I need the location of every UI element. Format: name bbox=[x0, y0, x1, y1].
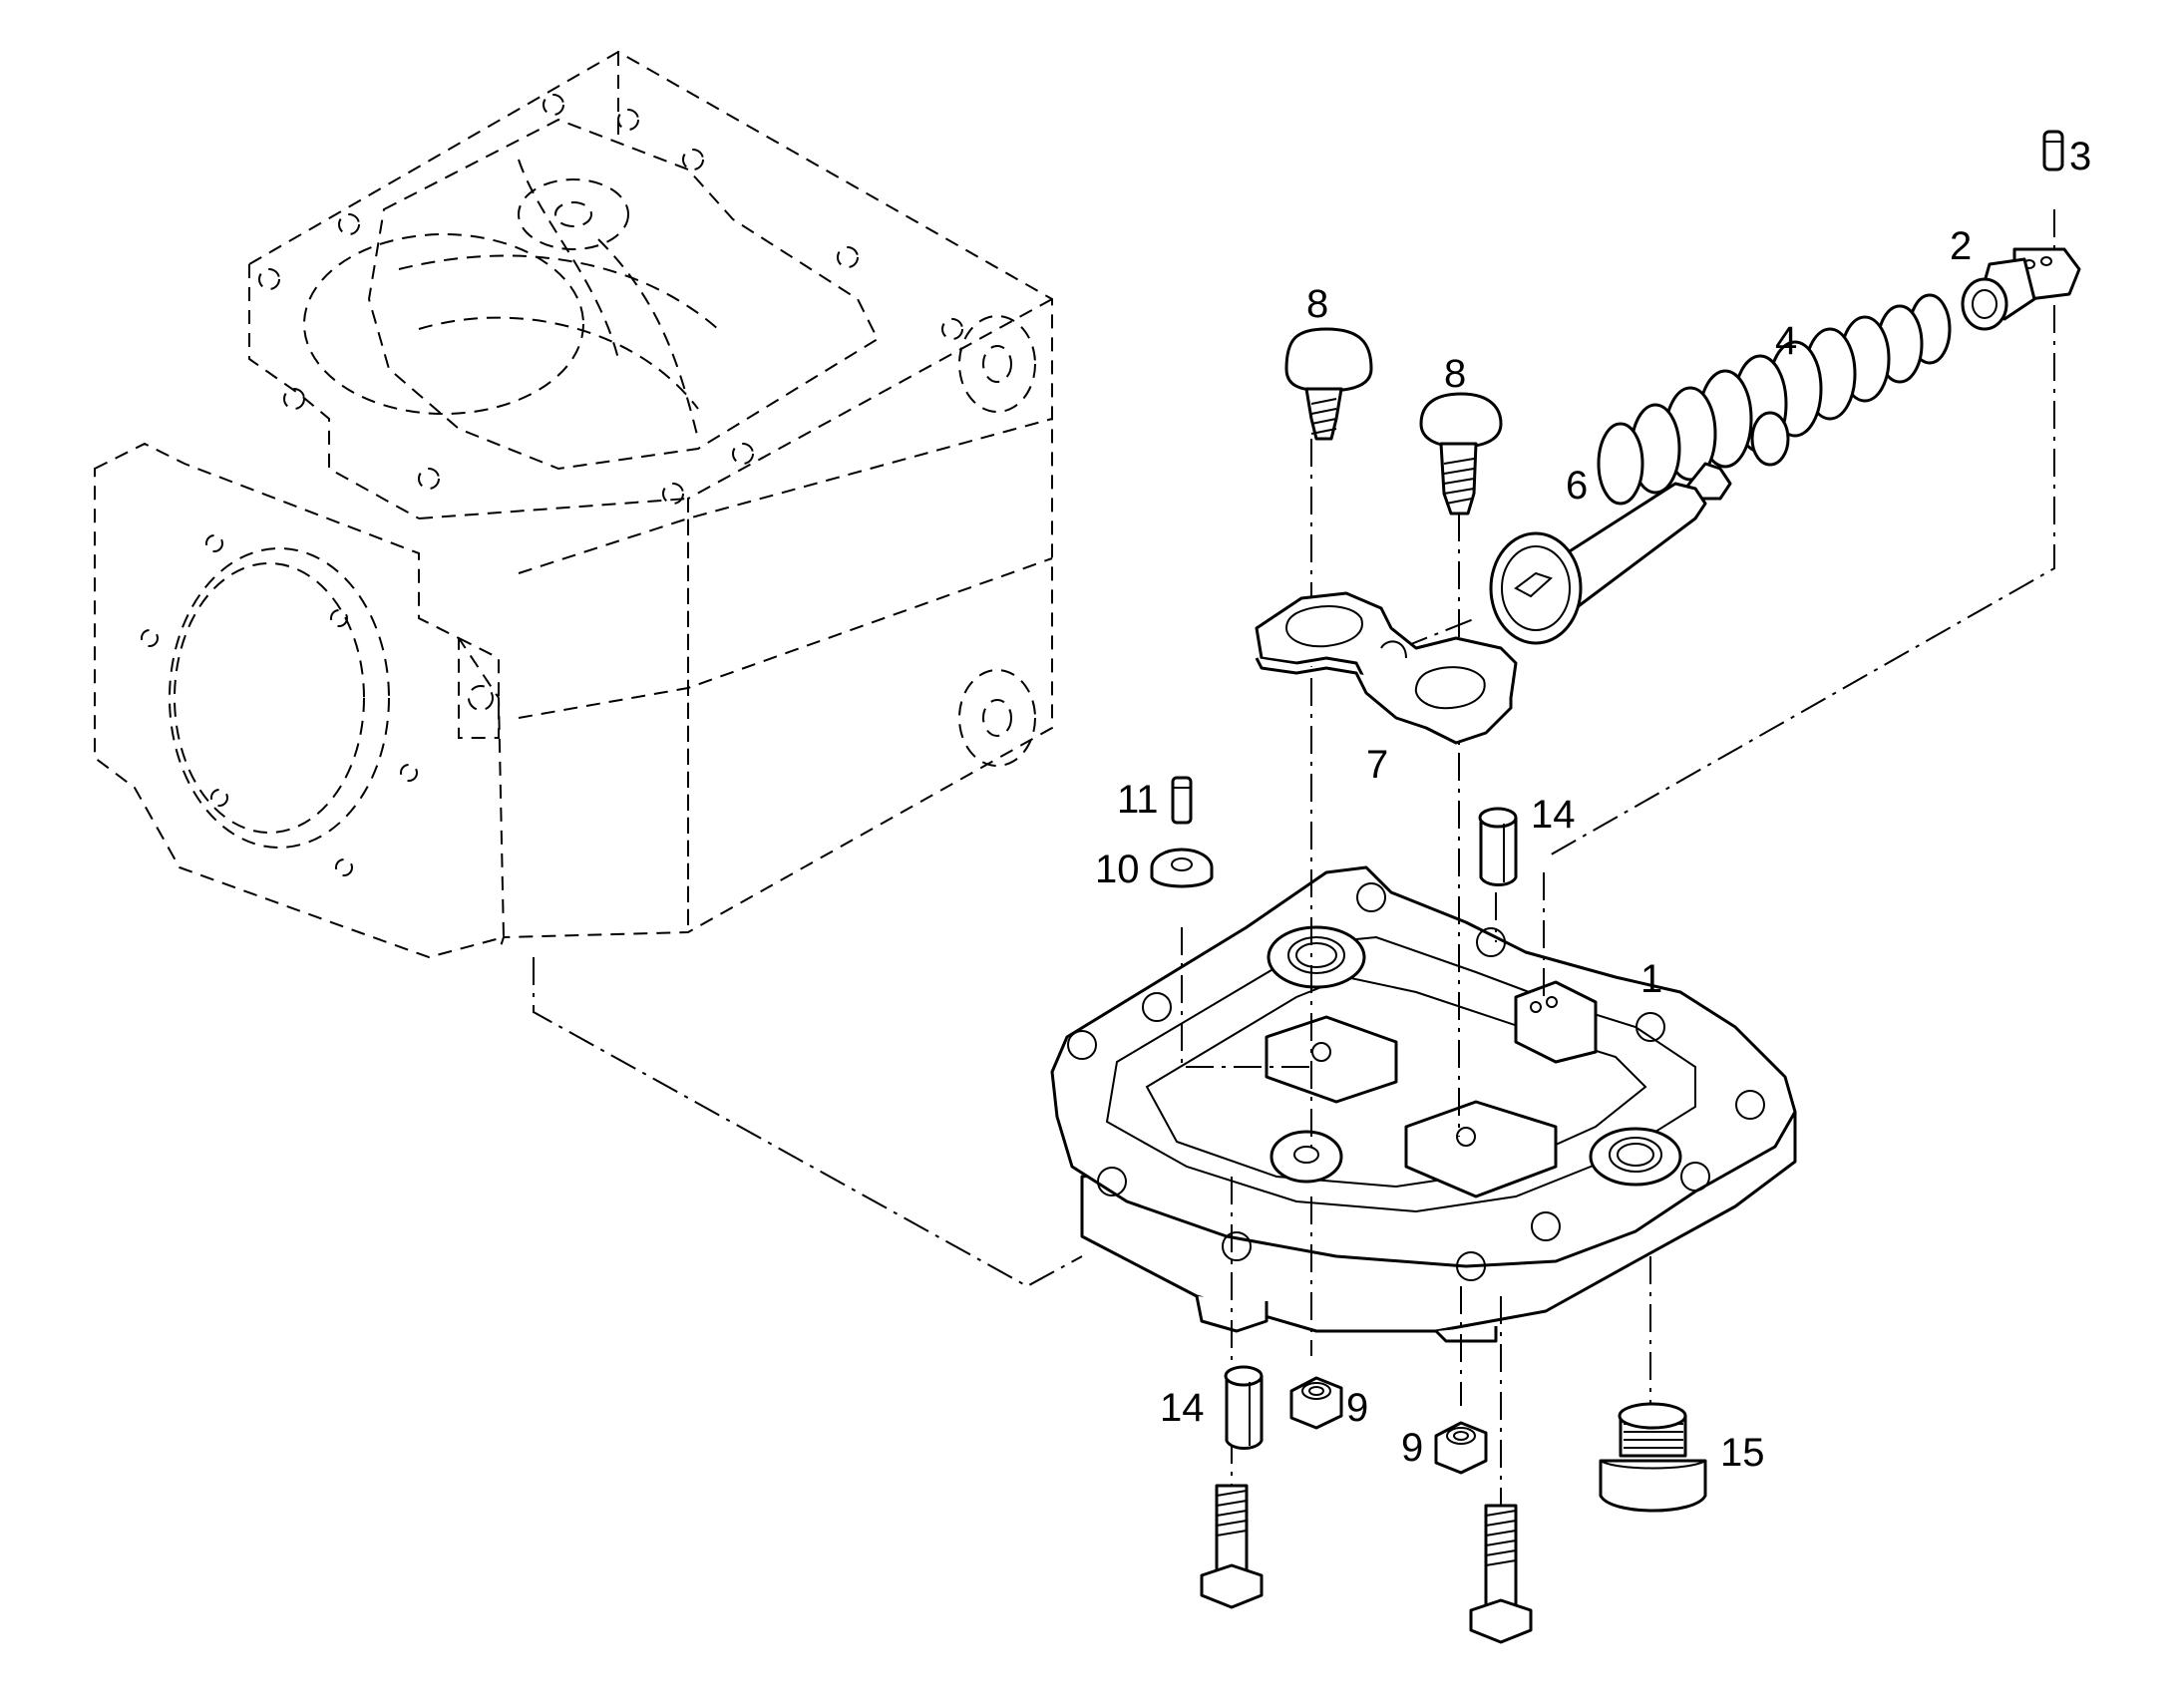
callout-14-lower: 14 bbox=[1160, 1386, 1205, 1430]
part-14-sleeve-lower bbox=[1224, 1365, 1264, 1450]
hex-bolt-right bbox=[1469, 1504, 1533, 1644]
callout-labels: 1 2 3 4 6 7 8 8 9 9 10 11 14 14 15 bbox=[1095, 135, 2091, 1475]
part-1-cover-plate bbox=[1050, 865, 1797, 1343]
hex-bolt-left bbox=[1200, 1484, 1264, 1609]
part-10-washer bbox=[1150, 848, 1214, 888]
callout-8-left: 8 bbox=[1306, 282, 1328, 326]
transmission-housing-phantom bbox=[94, 50, 1083, 1288]
part-8-bolt-upper-right bbox=[1419, 392, 1503, 515]
part-9-nut-left bbox=[1289, 1376, 1343, 1430]
part-14-sleeve-upper bbox=[1478, 807, 1518, 886]
part-6-plunger bbox=[1489, 462, 1732, 645]
callout-6: 6 bbox=[1566, 464, 1588, 508]
callout-3: 3 bbox=[2069, 135, 2091, 178]
part-8-bolt-upper-left bbox=[1284, 327, 1373, 441]
callout-14-upper: 14 bbox=[1531, 793, 1576, 837]
part-2-bushing bbox=[1961, 247, 2081, 331]
callout-9-right: 9 bbox=[1401, 1426, 1423, 1470]
callout-8-right: 8 bbox=[1444, 352, 1466, 396]
callout-10: 10 bbox=[1095, 848, 1140, 891]
part-4-spring bbox=[1597, 293, 1952, 506]
callout-7: 7 bbox=[1366, 743, 1388, 787]
callout-15: 15 bbox=[1720, 1431, 1765, 1475]
assembly-centre-lines bbox=[1181, 209, 2055, 1506]
callout-11: 11 bbox=[1117, 778, 1159, 822]
callout-9-left: 9 bbox=[1346, 1386, 1368, 1430]
part-7-lock-plate bbox=[1255, 591, 1518, 745]
callout-1: 1 bbox=[1640, 957, 1662, 1001]
part-9-nut-right bbox=[1434, 1421, 1488, 1475]
part-11-stud bbox=[1171, 776, 1193, 825]
callout-2: 2 bbox=[1950, 224, 1972, 268]
part-15-drain-plug bbox=[1599, 1402, 1707, 1513]
part-3-pin bbox=[2042, 130, 2064, 171]
callout-4: 4 bbox=[1775, 319, 1797, 363]
